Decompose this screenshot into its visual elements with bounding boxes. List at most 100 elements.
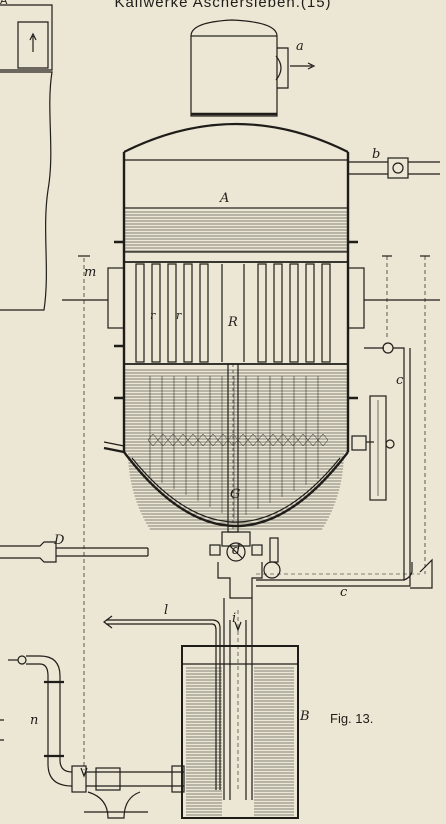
heater-tube-bundle [135, 263, 331, 363]
chain-link [167, 439, 174, 447]
label-G: G [230, 487, 241, 502]
chain-link [267, 439, 274, 447]
label-a: a [296, 39, 304, 54]
chain-link [152, 439, 159, 447]
chain-link [252, 439, 259, 447]
chain-link [207, 439, 214, 447]
chain-link [307, 433, 314, 441]
chain-link [232, 439, 239, 447]
heater-tube [135, 263, 145, 363]
chain-link [182, 433, 189, 441]
chain-link [317, 433, 324, 441]
chain-link [192, 433, 199, 441]
chain-link [212, 433, 219, 441]
chain-link [252, 433, 259, 441]
pipe-d [0, 541, 149, 563]
chain-link [312, 439, 319, 447]
label-l: l [164, 603, 169, 618]
chain-link [217, 439, 224, 447]
chain-link [307, 439, 314, 447]
chain-link [197, 439, 204, 447]
heater-tube [167, 263, 177, 363]
chain-link [277, 433, 284, 441]
heater-frame [62, 240, 440, 400]
chain-link [282, 439, 289, 447]
heater-tube [321, 263, 331, 363]
chain-link [237, 439, 244, 447]
chain-link [317, 439, 324, 447]
chain-link [227, 433, 234, 441]
chain-link [152, 433, 159, 441]
receiver-tank-b [181, 645, 299, 819]
chain-link [222, 439, 229, 447]
heater-tube [305, 263, 315, 363]
chain-link [157, 433, 164, 441]
heater-tube [273, 263, 283, 363]
label-m: m [84, 265, 97, 280]
chain-link [267, 433, 274, 441]
feed-pipe-i [223, 598, 253, 800]
chain-link [162, 433, 169, 441]
chain-link [157, 439, 164, 447]
header-title: Kaliwerke Aschersleben. [114, 0, 301, 11]
label-c-upper: c [396, 373, 404, 388]
vapour-stack [190, 19, 316, 117]
heater-tube [199, 263, 209, 363]
heater-tube [289, 263, 299, 363]
figure-label: Fig. 13. [330, 711, 374, 726]
label-D: D [54, 533, 65, 548]
label-d: d [232, 543, 241, 558]
chain-link [287, 439, 294, 447]
chain-link [147, 439, 154, 447]
chain-link [177, 433, 184, 441]
liquid-layer-a [124, 211, 348, 252]
chain-link [227, 439, 234, 447]
chain-link [147, 433, 154, 441]
header-plate-number: (15) [300, 0, 332, 11]
chain-link [172, 439, 179, 447]
chain-link [247, 439, 254, 447]
label-r-right: r [176, 309, 182, 322]
chain-link [222, 433, 229, 441]
label-b: b [372, 147, 381, 162]
chain-link [167, 433, 174, 441]
heater-tube [257, 263, 267, 363]
chain-link [287, 433, 294, 441]
chain-link [192, 439, 199, 447]
chain-link [182, 439, 189, 447]
chain-link [257, 439, 264, 447]
label-corner-A: A [0, 0, 8, 7]
chain-link [292, 433, 299, 441]
chain-link [282, 433, 289, 441]
chain-link [202, 433, 209, 441]
chain-link [322, 433, 329, 441]
label-c-lower: c [340, 585, 348, 600]
chain-link [322, 439, 329, 447]
chain-link [302, 439, 309, 447]
label-i: i [232, 611, 237, 626]
chain-link [312, 433, 319, 441]
drain-valve-d [209, 531, 281, 599]
chain-link [232, 433, 239, 441]
chain-link [257, 433, 264, 441]
chain-link [242, 439, 249, 447]
chain-link [272, 433, 279, 441]
heater-tube [183, 263, 193, 363]
chain-link [162, 439, 169, 447]
tank-liquid [186, 667, 294, 816]
circulation-pipe-c [256, 255, 433, 589]
chain-link [187, 439, 194, 447]
label-n: n [30, 713, 39, 728]
chain-link [172, 433, 179, 441]
heater-tube [151, 263, 161, 363]
chain-link [207, 433, 214, 441]
chain-link [277, 439, 284, 447]
pipe-n [8, 655, 185, 819]
chain-link [297, 439, 304, 447]
left-edge-fragment [0, 4, 53, 741]
lower-liquid-region [124, 369, 348, 530]
chain-link [177, 439, 184, 447]
chain-link [272, 439, 279, 447]
chain-link [202, 439, 209, 447]
